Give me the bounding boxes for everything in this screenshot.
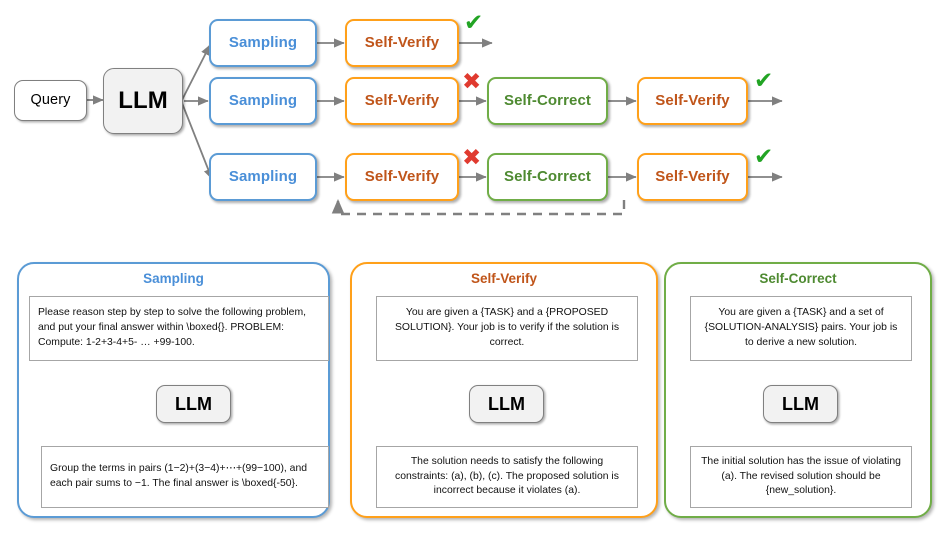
verdict-pass-row3: ✔: [754, 144, 774, 170]
node-self-verify-row3-1[interactable]: Self-Verify: [345, 153, 459, 201]
panel-self-correct-prompt-text: You are given a {TASK} and a set of {SOL…: [704, 307, 898, 348]
node-self-verify-row1-1-label: Self-Verify: [364, 33, 440, 51]
panel-self-verify-output-box: The solution needs to satisfy the follow…: [376, 446, 638, 508]
node-self-verify-row1-1[interactable]: Self-Verify: [345, 19, 459, 67]
panel-sampling-output-text: Group the terms in pairs (1−2)+(3−4)+⋯+(…: [50, 463, 308, 489]
node-llm-label: LLM: [118, 86, 168, 114]
panel-self-correct-prompt-box: You are given a {TASK} and a set of {SOL…: [690, 296, 912, 361]
node-self-verify-row2-2[interactable]: Self-Verify: [637, 77, 748, 125]
panel-self-verify: Self-Verify You are given a {TASK} and a…: [350, 262, 658, 518]
node-self-verify-row2-1-label: Self-Verify: [364, 91, 440, 109]
panel-self-correct-llm[interactable]: LLM: [763, 385, 838, 423]
panel-self-correct-llm-label: LLM: [782, 393, 819, 414]
panel-self-verify-title: Self-Verify: [470, 271, 538, 286]
panel-sampling: Sampling Please reason step by step to s…: [17, 262, 330, 518]
panel-self-correct: Self-Correct You are given a {TASK} and …: [664, 262, 932, 518]
node-sampling-row3[interactable]: Sampling: [209, 153, 317, 201]
panel-sampling-prompt-box: Please reason step by step to solve the …: [29, 296, 329, 361]
panel-sampling-output-box: Group the terms in pairs (1−2)+(3−4)+⋯+(…: [41, 446, 329, 508]
verdict-fail-row3: ✖: [462, 145, 482, 171]
node-self-correct-row2-label: Self-Correct: [503, 91, 592, 109]
node-self-verify-row2-1[interactable]: Self-Verify: [345, 77, 459, 125]
node-self-verify-row3-2[interactable]: Self-Verify: [637, 153, 748, 201]
node-self-correct-row3[interactable]: Self-Correct: [487, 153, 608, 201]
verdict-pass-row1: ✔: [464, 10, 484, 36]
node-query[interactable]: Query: [14, 80, 87, 121]
panel-self-verify-output-text: The solution needs to satisfy the follow…: [395, 455, 619, 497]
panel-sampling-llm-label: LLM: [175, 393, 212, 414]
panel-self-verify-prompt-box: You are given a {TASK} and a {PROPOSED S…: [376, 296, 638, 361]
node-self-correct-row2[interactable]: Self-Correct: [487, 77, 608, 125]
node-sampling-row3-label: Sampling: [228, 167, 298, 185]
verdict-fail-row2: ✖: [462, 69, 482, 95]
node-self-correct-row3-label: Self-Correct: [503, 167, 592, 185]
verdict-pass-row2: ✔: [754, 68, 774, 94]
panel-sampling-title: Sampling: [143, 271, 204, 286]
node-sampling-row1[interactable]: Sampling: [209, 19, 317, 67]
node-sampling-row2-label: Sampling: [228, 91, 298, 109]
node-sampling-row2[interactable]: Sampling: [209, 77, 317, 125]
node-query-label: Query: [30, 91, 71, 108]
node-llm[interactable]: LLM: [103, 68, 183, 134]
panel-self-verify-llm-label: LLM: [488, 393, 525, 414]
node-sampling-row1-label: Sampling: [228, 33, 298, 51]
panel-self-verify-llm[interactable]: LLM: [469, 385, 544, 423]
panel-sampling-llm[interactable]: LLM: [156, 385, 231, 423]
panel-self-correct-title: Self-Correct: [759, 271, 837, 286]
panel-self-verify-prompt-text: You are given a {TASK} and a {PROPOSED S…: [394, 307, 620, 348]
panel-sampling-prompt-text: Please reason step by step to solve the …: [38, 307, 307, 348]
node-self-verify-row3-1-label: Self-Verify: [364, 167, 440, 185]
node-self-verify-row2-2-label: Self-Verify: [655, 91, 730, 109]
panel-self-correct-output-box: The initial solution has the issue of vi…: [690, 446, 912, 508]
node-self-verify-row3-2-label: Self-Verify: [655, 167, 730, 185]
panel-self-correct-output-text: The initial solution has the issue of vi…: [701, 455, 901, 497]
